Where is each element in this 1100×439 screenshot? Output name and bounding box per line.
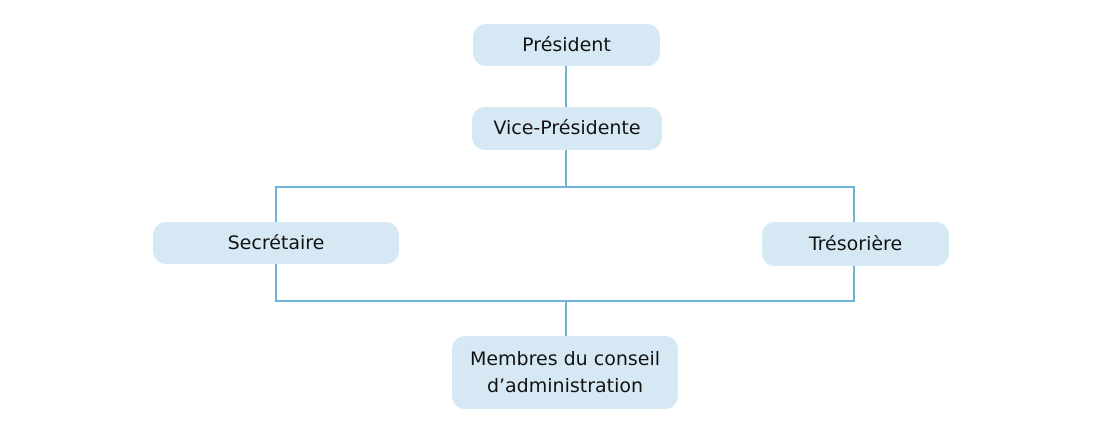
connector-vice-presidente-branch bbox=[565, 150, 567, 186]
org-node-president: Président bbox=[473, 24, 660, 66]
org-node-secretaire: Secrétaire bbox=[153, 222, 399, 264]
org-node-tresoriere: Trésorière bbox=[762, 222, 949, 266]
connector-branch-membres bbox=[565, 302, 567, 336]
org-node-vice-presidente: Vice-Présidente bbox=[472, 107, 662, 150]
connector-president-vice-presidente bbox=[565, 66, 567, 107]
org-node-membres-conseil-administration: Membres du conseil d’administration bbox=[452, 336, 678, 409]
